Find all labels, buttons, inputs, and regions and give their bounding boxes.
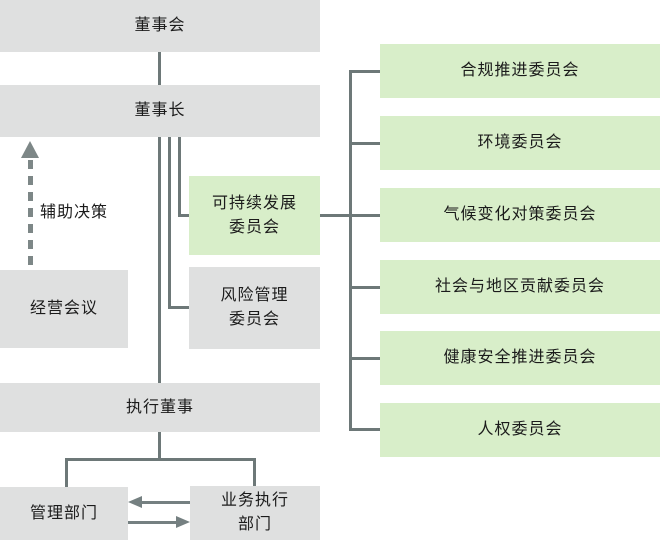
node-executive-director: 执行董事 [0, 383, 320, 432]
committee-item-human-rights: 人权委员会 [380, 403, 660, 457]
committee-trunk [349, 70, 352, 431]
arrow-left-icon [128, 496, 142, 508]
arrow-right-icon [176, 516, 190, 528]
connector-exec-split [65, 458, 256, 461]
dashed-arrow-up-line [28, 160, 33, 270]
connector-board-chairman [158, 52, 161, 85]
arrow-left-shaft [141, 501, 190, 504]
committee-item-compliance: 合规推进委员会 [380, 44, 660, 98]
node-business-exec-dept-label: 业务执行 部门 [220, 492, 289, 533]
committee-item-climate: 气候变化对策委员会 [380, 188, 660, 242]
committee-item-environment: 环境委员会 [380, 116, 660, 170]
committee-item-health-safety: 健康安全推进委员会 [380, 331, 660, 385]
committee-stub-6 [349, 428, 380, 431]
node-risk-committee: 风险管理 委员会 [189, 267, 320, 349]
node-sustainability-committee: 可持续发展 委员会 [189, 176, 320, 255]
connector-sustain-horizontal [178, 214, 189, 217]
connector-risk-vertical [168, 137, 171, 309]
committee-stub-5 [349, 357, 380, 360]
node-business-exec-dept: 业务执行 部门 [190, 486, 320, 540]
committee-stub-1 [349, 70, 380, 73]
node-management-dept-label: 管理部门 [29, 504, 98, 522]
committee-stub-2 [349, 142, 380, 145]
node-board: 董事会 [0, 0, 320, 52]
connector-exec-down [158, 432, 161, 458]
node-sustainability-label: 可持续发展 委员会 [211, 194, 297, 236]
node-executive-director-label: 执行董事 [125, 398, 194, 416]
node-management-dept: 管理部门 [0, 487, 128, 540]
connector-sustain-vertical [178, 137, 181, 217]
node-board-label: 董事会 [134, 17, 186, 34]
node-risk-label: 风险管理 委员会 [220, 287, 289, 328]
connector-split-left [65, 458, 68, 487]
node-management-meeting: 经营会议 [0, 270, 128, 348]
node-chairman-label: 董事长 [134, 102, 186, 119]
node-chairman: 董事长 [0, 85, 320, 137]
node-management-meeting-label: 经营会议 [29, 300, 98, 317]
committee-stub-4 [349, 286, 380, 289]
connector-split-right [253, 458, 256, 486]
arrow-right-shaft [128, 521, 177, 524]
dashed-arrow-up-head [21, 141, 39, 158]
committee-item-social: 社会与地区贡献委员会 [380, 260, 660, 314]
auxiliary-decision-label: 辅助决策 [40, 204, 109, 221]
connector-risk-horizontal [168, 306, 189, 309]
connector-chairman-exec [158, 137, 161, 383]
